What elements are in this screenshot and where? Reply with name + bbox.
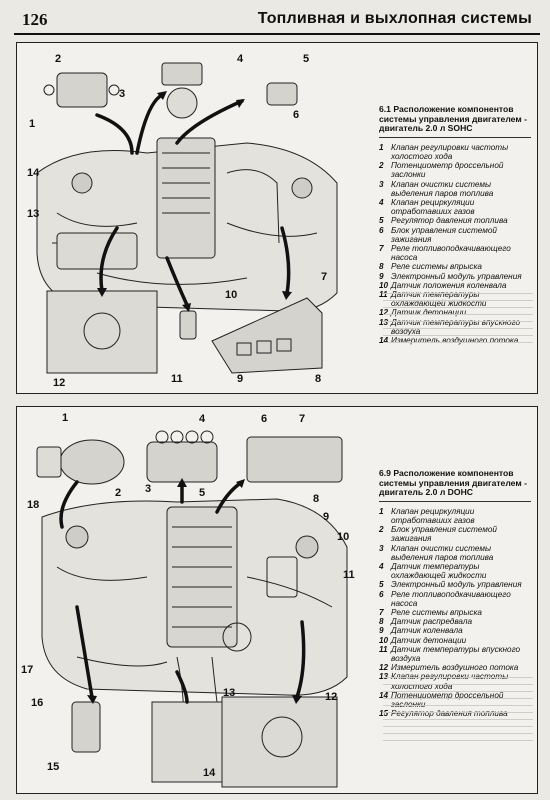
callout-6: 6 [293, 109, 300, 121]
caption-title: 6.1 Расположение компонентов системы упр… [379, 104, 531, 138]
callout-15: 15 [47, 761, 60, 773]
callout-7: 7 [321, 271, 328, 283]
callout-7: 7 [299, 413, 306, 425]
callout-6: 6 [261, 413, 268, 425]
bleed-through-lines [383, 677, 533, 747]
callout-3: 3 [119, 88, 126, 100]
callout-12: 12 [53, 377, 66, 389]
callout-11: 11 [343, 569, 355, 581]
engine-illustration-dohc [36, 430, 348, 788]
callout-4: 4 [237, 53, 244, 65]
figure-caption-sohc: 6.1 Расположение компонентов системы упр… [379, 104, 531, 345]
bleed-through-lines [383, 293, 533, 349]
callout-1: 1 [62, 412, 69, 424]
callout-8: 8 [313, 493, 320, 505]
callout-1: 1 [29, 118, 36, 130]
callout-14: 14 [27, 167, 40, 179]
callout-4: 4 [199, 413, 206, 425]
callout-2: 2 [115, 487, 122, 499]
caption-title: 6.9 Расположение компонентов системы упр… [379, 468, 531, 502]
callout-10: 10 [337, 531, 350, 543]
callout-18: 18 [27, 499, 40, 511]
callout-13: 13 [27, 208, 40, 220]
callout-5: 5 [199, 487, 206, 499]
callout-12: 12 [325, 691, 338, 703]
callout-11: 11 [171, 373, 183, 385]
callout-13: 13 [223, 687, 236, 699]
header-rule [14, 33, 540, 35]
figure-panel-sohc: 1 2 3 4 5 6 7 8 9 10 11 12 13 14 6.1 Рас… [16, 42, 538, 394]
figure-panel-dohc: 1 2 3 4 5 6 7 8 9 10 11 12 13 14 15 16 1… [16, 406, 538, 794]
page-header: 126 Топливная и выхлопная системы [0, 0, 550, 40]
callout-9: 9 [323, 511, 330, 523]
page-number: 126 [22, 10, 48, 29]
callout-5: 5 [303, 53, 310, 65]
callout-8: 8 [315, 373, 322, 385]
callout-10: 10 [225, 289, 238, 301]
callout-16: 16 [31, 697, 44, 709]
callout-2: 2 [55, 53, 62, 65]
page-title: Топливная и выхлопная системы [257, 10, 532, 27]
callout-9: 9 [237, 373, 244, 385]
callout-3: 3 [145, 483, 152, 495]
callout-14: 14 [203, 767, 216, 779]
figure-caption-dohc: 6.9 Расположение компонентов системы упр… [379, 468, 531, 719]
callout-17: 17 [21, 664, 34, 676]
engine-illustration-sohc [36, 62, 338, 374]
